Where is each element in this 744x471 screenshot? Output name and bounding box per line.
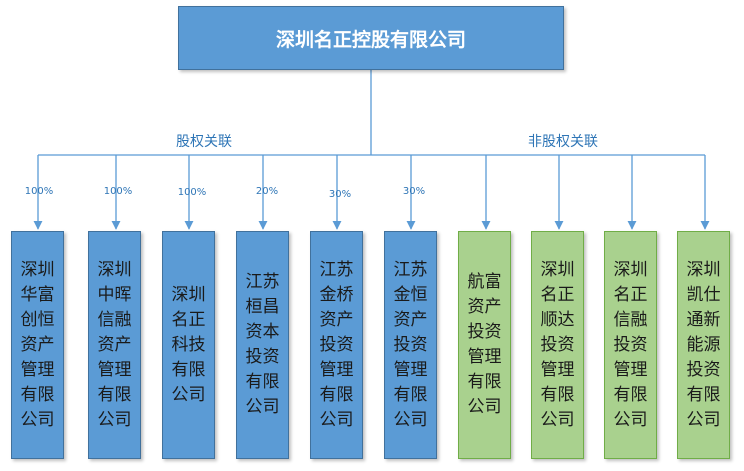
ownership-pct-5: 30% bbox=[328, 189, 352, 200]
affiliate-box-3: 深圳名正信融投资管理有限公司 bbox=[604, 231, 657, 459]
non-equity-group-label: 非股权关联 bbox=[528, 134, 598, 150]
root-company-box: 深圳名正控股有限公司 bbox=[178, 6, 564, 70]
subsidiary-name-4: 江苏桓昌资本投资有限公司 bbox=[245, 272, 280, 417]
ownership-pct-3: 100% bbox=[177, 187, 207, 198]
ownership-pct-1: 100% bbox=[24, 186, 54, 197]
ownership-pct-4: 20% bbox=[255, 186, 279, 197]
subsidiary-box-4: 江苏桓昌资本投资有限公司 bbox=[236, 231, 289, 459]
ownership-pct-2: 100% bbox=[103, 186, 133, 197]
subsidiary-name-6: 江苏金恒资产投资管理有限公司 bbox=[393, 259, 428, 430]
affiliate-name-4: 深圳凯仕通新能源投资有限公司 bbox=[686, 259, 721, 430]
subsidiary-name-2: 深圳中晖信融资产管理有限公司 bbox=[97, 259, 132, 430]
subsidiary-name-1: 深圳华富创恒资产管理有限公司 bbox=[20, 259, 55, 430]
ownership-pct-6: 30% bbox=[402, 186, 426, 197]
subsidiary-box-5: 江苏金桥资产投资管理有限公司 bbox=[310, 231, 363, 459]
affiliate-name-2: 深圳名正顺达投资管理有限公司 bbox=[540, 259, 575, 430]
root-company-label: 深圳名正控股有限公司 bbox=[275, 28, 466, 51]
affiliate-name-1: 航富资产投资管理有限公司 bbox=[467, 272, 502, 417]
subsidiary-name-5: 江苏金桥资产投资管理有限公司 bbox=[319, 259, 354, 430]
affiliate-box-4: 深圳凯仕通新能源投资有限公司 bbox=[677, 231, 730, 459]
subsidiary-name-3: 深圳名正科技有限公司 bbox=[171, 284, 206, 405]
subsidiary-box-1: 深圳华富创恒资产管理有限公司 bbox=[11, 231, 64, 459]
affiliate-box-1: 航富资产投资管理有限公司 bbox=[458, 231, 511, 459]
affiliate-name-3: 深圳名正信融投资管理有限公司 bbox=[613, 259, 648, 430]
subsidiary-box-2: 深圳中晖信融资产管理有限公司 bbox=[88, 231, 141, 459]
subsidiary-box-3: 深圳名正科技有限公司 bbox=[162, 231, 215, 459]
equity-group-label: 股权关联 bbox=[176, 134, 232, 150]
subsidiary-box-6: 江苏金恒资产投资管理有限公司 bbox=[384, 231, 437, 459]
affiliate-box-2: 深圳名正顺达投资管理有限公司 bbox=[531, 231, 584, 459]
